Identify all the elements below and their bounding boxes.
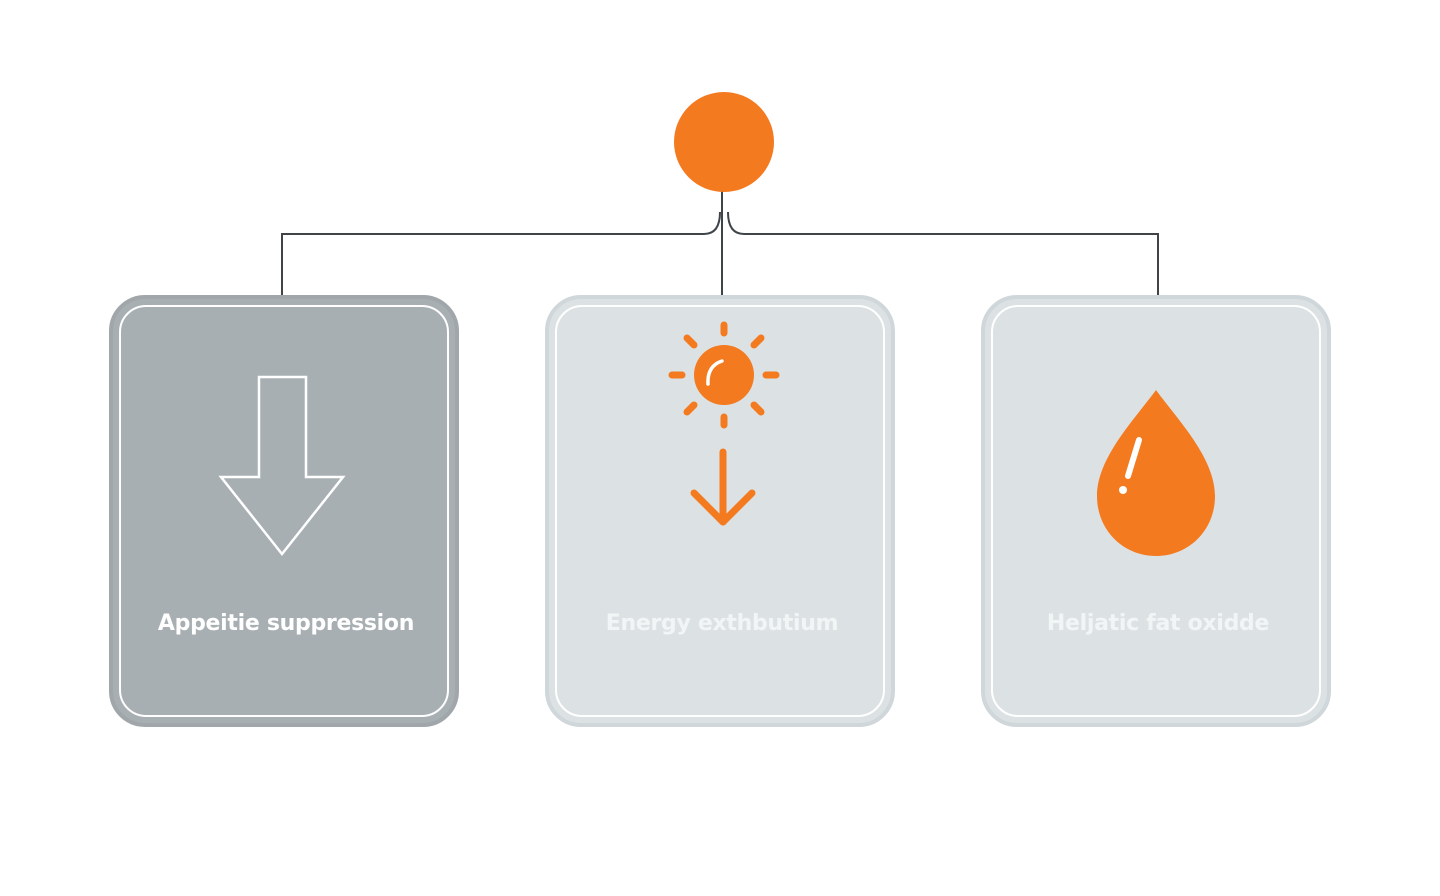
root-node-circle <box>674 92 774 192</box>
connector-right <box>727 211 1159 295</box>
card-3-inner-border <box>991 305 1321 717</box>
card-1-inner-border <box>119 305 449 717</box>
card-1-outer <box>109 295 459 727</box>
card-3-label: Heljatic fat oxidde <box>1046 611 1270 636</box>
sun-icon <box>668 321 780 429</box>
connector-left <box>281 211 721 295</box>
card-appetite-suppression <box>109 295 459 727</box>
card-energy-expenditure <box>545 295 895 727</box>
down-arrow-outline-icon <box>218 375 346 557</box>
card-2-label: Energy exthbutium <box>605 611 839 636</box>
drop-icon <box>1097 390 1215 556</box>
down-arrow-icon <box>690 448 756 526</box>
card-1-label: Appeitie suppression <box>157 611 415 636</box>
connector-lines <box>281 190 1159 295</box>
card-hepatic-fat-oxidation <box>981 295 1331 727</box>
card-2-inner-border <box>555 305 885 717</box>
